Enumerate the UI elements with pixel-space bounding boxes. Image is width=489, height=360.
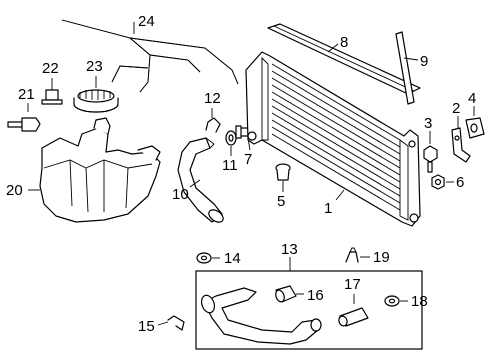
callout-4: 4 [468,90,476,107]
part-22-bolt [41,78,63,105]
part-17-connector [338,294,369,327]
part-21-screw [7,103,41,132]
callout-7: 7 [244,151,252,168]
callout-labels: 1 2 3 4 5 6 7 8 9 10 11 12 13 14 15 16 1… [6,13,476,335]
callout-24: 24 [138,13,155,30]
callout-17: 17 [344,276,361,293]
callout-10: 10 [172,186,189,203]
part-19-clip [345,247,370,263]
part-12-clamp [205,108,221,133]
callout-15: 15 [138,318,155,335]
callout-8: 8 [340,34,348,51]
callout-6: 6 [456,174,464,191]
part-9-strip [395,31,419,105]
part-20-reservoir [28,117,161,223]
part-15-clamp [157,315,185,331]
part-18-washer [384,295,408,307]
callout-9: 9 [420,53,428,70]
callout-18: 18 [411,293,428,310]
callout-22: 22 [42,60,59,77]
callout-20: 20 [6,182,23,199]
callout-14: 14 [224,250,241,267]
part-10-upper-hose [177,137,224,223]
part-3-bolt [423,131,438,173]
part-5-grommet [275,163,291,192]
part-11-washer [225,130,237,156]
part-24-vent-tube [61,19,239,93]
callout-16: 16 [307,287,324,304]
part-8-seal [267,23,421,95]
part-6-nut [431,174,454,190]
part-1-radiator [245,51,421,227]
callout-2: 2 [452,100,460,117]
part-23-cap [73,76,119,113]
callout-21: 21 [18,86,35,103]
callout-19: 19 [373,249,390,266]
part-13-lower-hose-kit [195,257,423,350]
callout-11: 11 [222,157,238,174]
callout-5: 5 [277,193,285,210]
callout-1: 1 [324,200,332,217]
callout-12: 12 [204,90,221,107]
callout-23: 23 [86,58,103,75]
part-16-fitting [275,285,304,303]
part-2-bracket [451,116,471,163]
callout-3: 3 [424,115,432,132]
part-4-isolator [465,106,485,139]
radiator-core-fins [271,63,401,211]
callout-13: 13 [281,241,298,258]
part-14-washer [196,252,220,264]
